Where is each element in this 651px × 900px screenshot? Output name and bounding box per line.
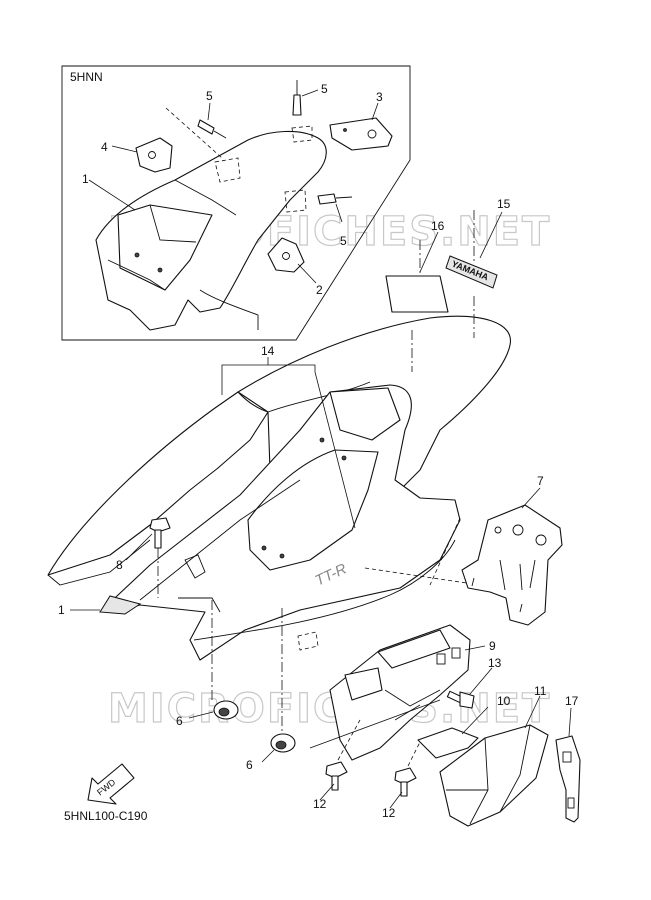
callout-16: 16	[431, 219, 445, 233]
callout-1-inset: 1	[82, 172, 89, 186]
callout-2: 2	[316, 283, 323, 297]
callout-6-b: 6	[246, 758, 253, 772]
callout-12-a: 12	[313, 797, 327, 811]
callout-14: 14	[261, 344, 275, 358]
rivet-5b	[292, 80, 302, 116]
callout-1-main: 1	[58, 603, 65, 617]
tail-cover-tab	[329, 387, 401, 441]
callout-6-a: 6	[176, 714, 183, 728]
callout-15: 15	[497, 197, 511, 211]
bracket-3	[329, 117, 393, 151]
strap-17	[555, 735, 581, 823]
callout-9: 9	[489, 639, 496, 653]
tray-10	[417, 727, 479, 759]
bracket-7	[461, 504, 563, 626]
watermark-bottom: MICROFICHES.NET	[108, 686, 551, 732]
callout-13: 13	[488, 656, 502, 670]
tail-cover-1: TT-R	[99, 384, 461, 661]
bracket-4	[135, 137, 173, 173]
callout-7: 7	[537, 474, 544, 488]
callout-3: 3	[376, 90, 383, 104]
callout-10: 10	[497, 694, 511, 708]
emblem-15: YAMAHA	[445, 255, 498, 289]
bracket-2	[267, 237, 305, 273]
tool-bag-11	[439, 724, 549, 827]
callout-5-a: 5	[206, 89, 213, 103]
grommet-6a	[213, 700, 239, 720]
bolt-12b	[394, 767, 417, 797]
holder-9	[329, 624, 471, 761]
inset-title: 5HNN	[70, 70, 103, 84]
fwd-arrow-icon: FWD	[87, 763, 135, 805]
callout-4: 4	[101, 140, 108, 154]
callouts: 1 2 3 4 5 5 5 14 15 16 7 8 1 9 13 10 11 …	[58, 82, 579, 820]
tail-cover-well	[247, 449, 379, 571]
diagram-code: 5HNL100-C190	[64, 809, 148, 823]
bolt-12a	[325, 761, 348, 791]
grommet-6b	[270, 733, 296, 753]
callout-5-b: 5	[321, 82, 328, 96]
bolt-8	[149, 517, 171, 549]
callout-12-b: 12	[382, 806, 396, 820]
callout-5-c: 5	[340, 234, 347, 248]
callout-17: 17	[565, 694, 579, 708]
rivet-5a	[197, 119, 227, 139]
callout-11: 11	[534, 684, 547, 698]
inset-frame	[61, 65, 411, 341]
decal-16	[385, 275, 449, 313]
bolt-13	[446, 690, 475, 709]
callout-8: 8	[116, 558, 123, 572]
inset-5hnn: 5HNN	[61, 65, 411, 341]
rivet-5c	[317, 193, 353, 205]
